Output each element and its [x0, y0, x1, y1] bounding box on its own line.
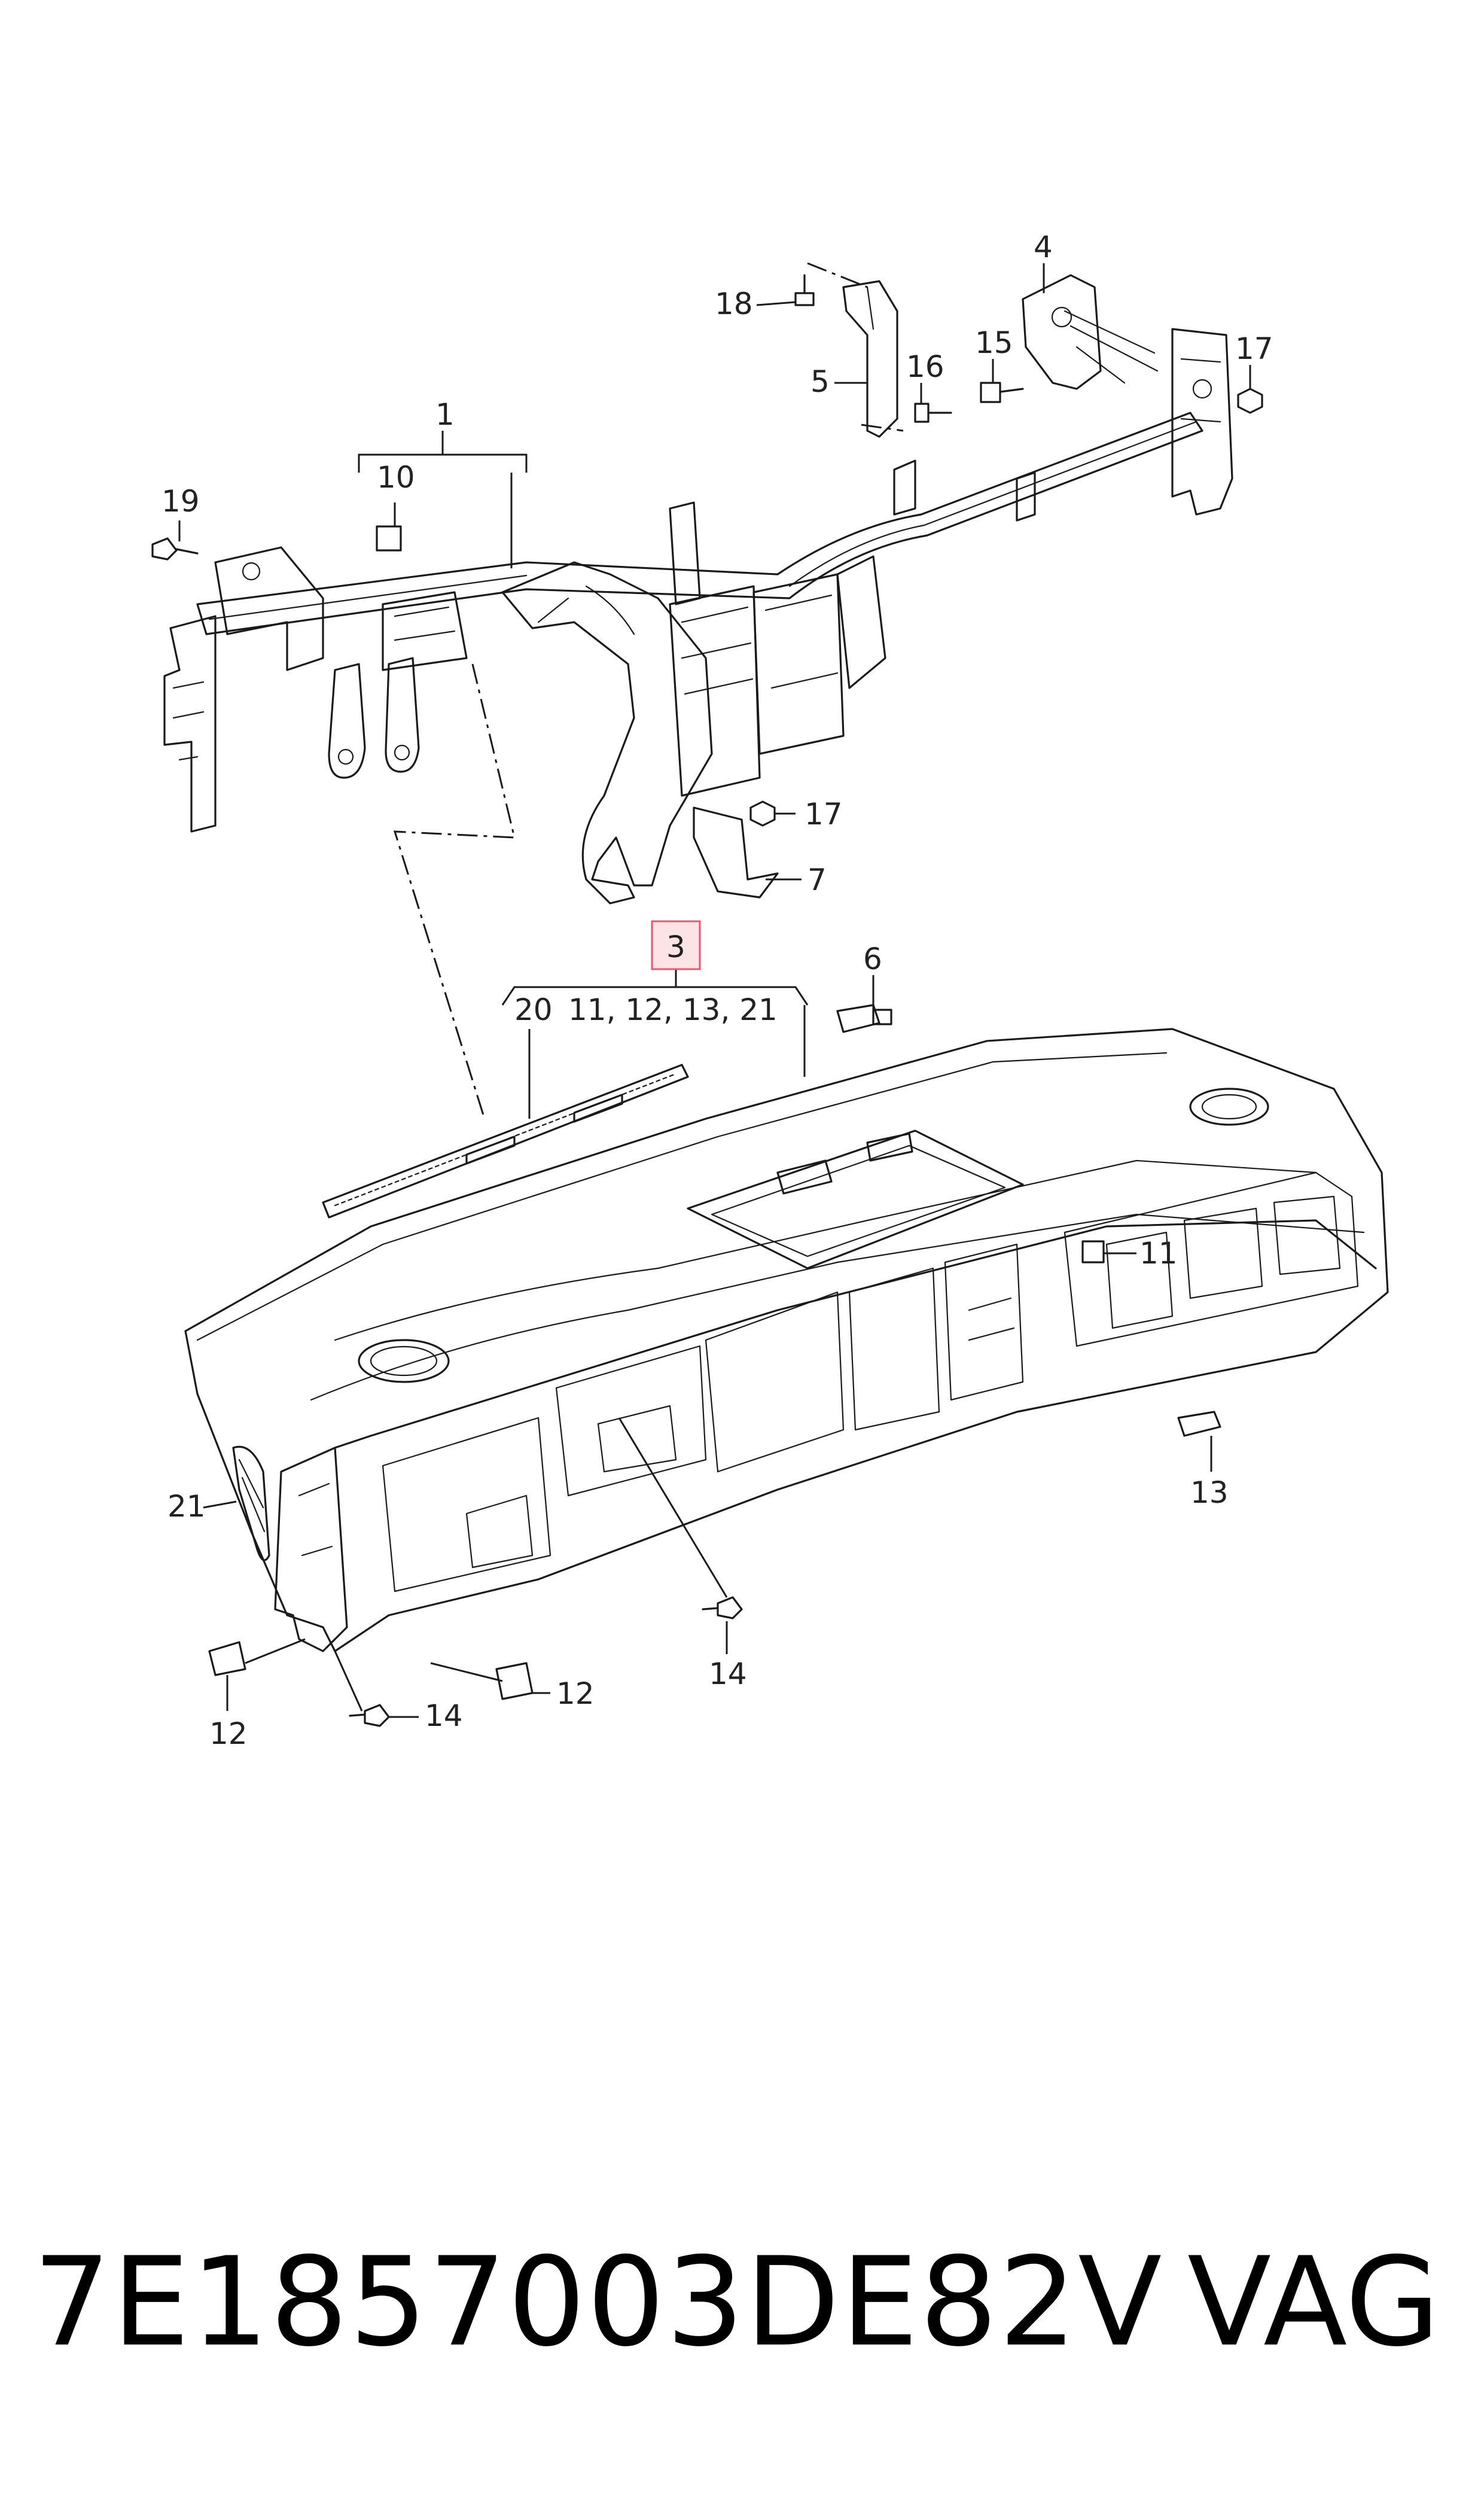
- callout-11[interactable]: 11: [1139, 1236, 1178, 1271]
- connection-lines: [393, 262, 904, 1119]
- callout-13[interactable]: 13: [1190, 1475, 1229, 1510]
- callout-12-left[interactable]: 12: [209, 1716, 248, 1751]
- callout-4[interactable]: 4: [1034, 230, 1053, 264]
- bracket-part-5: [842, 280, 898, 438]
- callout-group-11-12-13-21[interactable]: 11, 12, 13, 21: [568, 992, 778, 1027]
- callout-group-20[interactable]: 20: [514, 992, 553, 1027]
- callout-14-left[interactable]: 14: [425, 1698, 463, 1733]
- part-number: 7E1857003DE82V: [33, 2231, 1163, 2374]
- callout-3[interactable]: 3: [666, 930, 685, 964]
- upper-fasteners: [151, 274, 1263, 827]
- callout-3-highlight: [651, 920, 701, 970]
- callout-12-center[interactable]: 12: [556, 1676, 595, 1711]
- cross-member-assembly: [163, 328, 1233, 905]
- leader-lines: [178, 263, 1251, 1718]
- callout-14-center[interactable]: 14: [709, 1657, 747, 1691]
- callout-7[interactable]: 7: [807, 863, 827, 897]
- bracket-part-7: [693, 806, 779, 899]
- dashboard-fasteners: [208, 1004, 1221, 1727]
- bracket-part-4: [1022, 274, 1159, 390]
- callout-15[interactable]: 15: [975, 325, 1013, 360]
- callout-1[interactable]: 1: [435, 397, 455, 432]
- callout-21[interactable]: 21: [167, 1489, 206, 1524]
- callout-19[interactable]: 19: [161, 484, 200, 519]
- callout-18[interactable]: 18: [715, 287, 753, 321]
- end-cap-part-21: [232, 1445, 270, 1561]
- callout-5[interactable]: 5: [810, 364, 830, 399]
- dashboard-assembly: [184, 1028, 1389, 1652]
- callout-6[interactable]: 6: [863, 942, 882, 976]
- brand-label: VAG: [1187, 2231, 1440, 2374]
- defroster-strip-part-20: [322, 1064, 689, 1219]
- callout-17-right[interactable]: 17: [1235, 331, 1273, 366]
- callout-labels: 1 10 19 18 5 16 4 15 17 17 7 3 20 11, 12…: [161, 230, 1273, 1751]
- callout-10[interactable]: 10: [377, 460, 415, 495]
- callout-16[interactable]: 16: [906, 349, 944, 384]
- callout-17-lower[interactable]: 17: [805, 797, 843, 832]
